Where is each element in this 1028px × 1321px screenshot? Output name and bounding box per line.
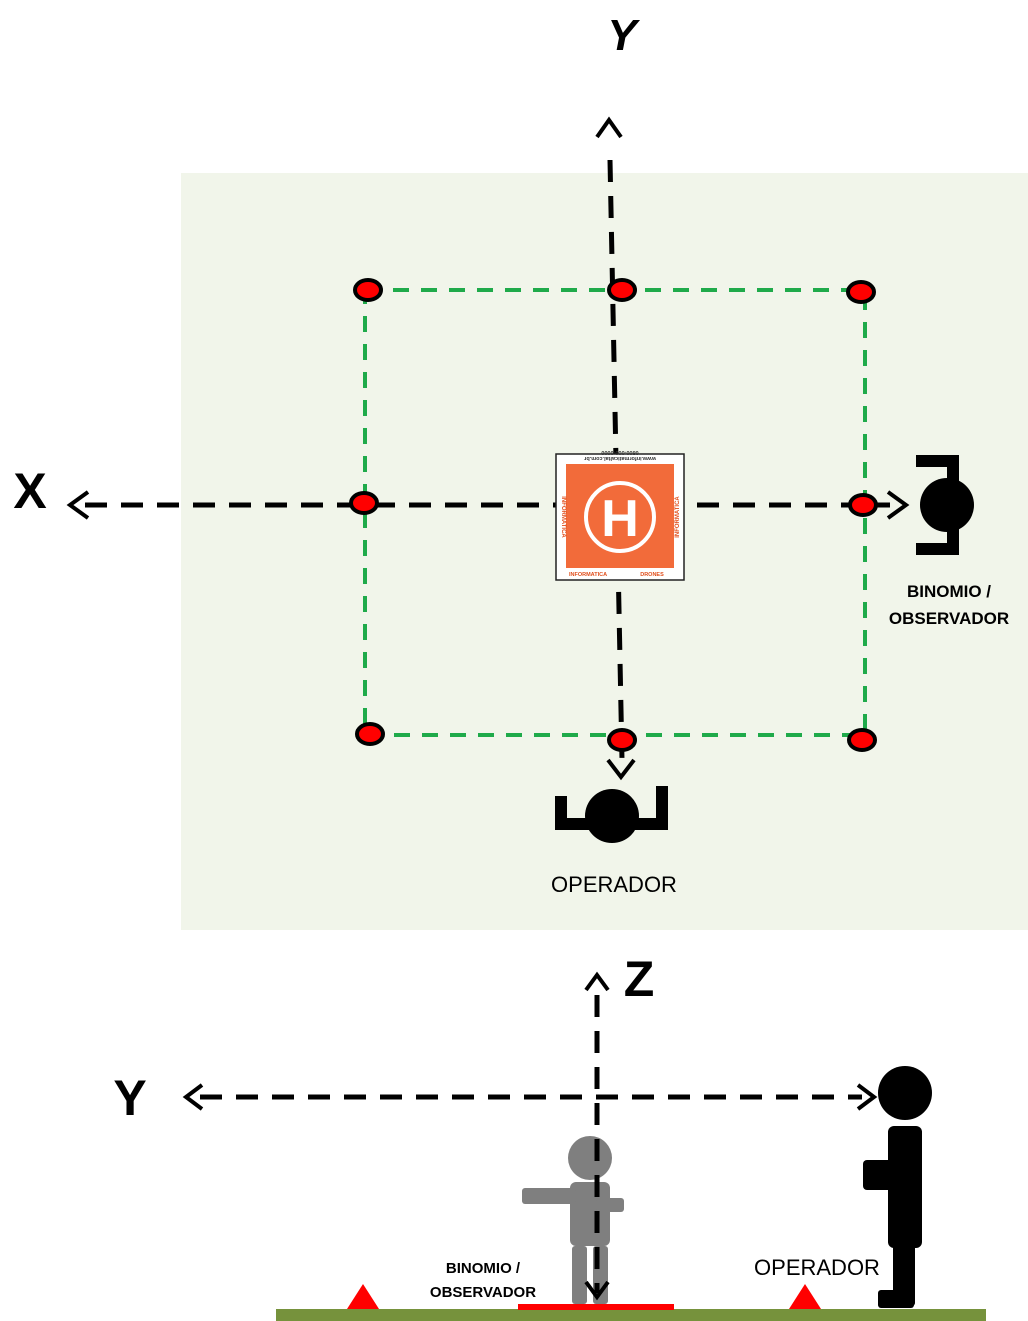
side-y-axis-label: Y: [113, 1070, 146, 1126]
pad-side-text-right: INFORMATICA: [675, 496, 681, 538]
helipad-letter: H: [601, 490, 639, 548]
observer-top-view-icon: [916, 455, 974, 555]
observer-side-label-line2: OBSERVADOR: [430, 1284, 536, 1301]
waypoint: [355, 722, 385, 746]
operator-top-label: OPERADOR: [551, 872, 677, 897]
operator-side-label: OPERADOR: [754, 1255, 880, 1280]
helipad-circle: [584, 481, 656, 553]
side-y-axis: [182, 1083, 878, 1111]
waypoint: [846, 280, 876, 304]
landing-pad: H www.informaticaltal.com.br 0800-000-00…: [555, 449, 685, 581]
waypoints: [349, 278, 878, 752]
waypoint: [607, 728, 637, 752]
side-z-axis-label: Z: [624, 951, 655, 1007]
cone-marker: [789, 1284, 821, 1309]
observer-top-label-line2: OBSERVADOR: [889, 609, 1009, 628]
top-y-axis-label: Y: [607, 11, 640, 60]
landing-pad-side: [518, 1304, 674, 1310]
waypoint: [847, 728, 877, 752]
waypoint: [848, 493, 878, 517]
cone-marker: [347, 1284, 379, 1309]
top-x-axis: [66, 490, 910, 520]
observer-side-figure: [522, 1136, 624, 1304]
pad-side-text-left: INFORMATICA: [560, 496, 566, 538]
waypoint: [349, 491, 379, 515]
observer-side-label-line1: BINOMIO /: [446, 1260, 521, 1277]
side-z-axis: [584, 971, 610, 1301]
top-x-axis-label: X: [13, 463, 46, 519]
waypoint: [353, 278, 383, 302]
operator-side-figure: [863, 1066, 932, 1308]
pad-bottom-text-1: INFORMATICA: [569, 572, 607, 578]
pad-top-text-1: www.informaticaltal.com.br: [583, 455, 656, 461]
observer-top-label-line1: BINOMIO /: [907, 582, 991, 601]
operator-top-view-icon: [555, 786, 668, 843]
ground-strip: [276, 1309, 986, 1321]
pad-top-text-2: 0800-000-0000: [601, 449, 638, 455]
waypoint: [607, 278, 637, 302]
pad-bottom-text-2: DRONES: [640, 572, 664, 578]
